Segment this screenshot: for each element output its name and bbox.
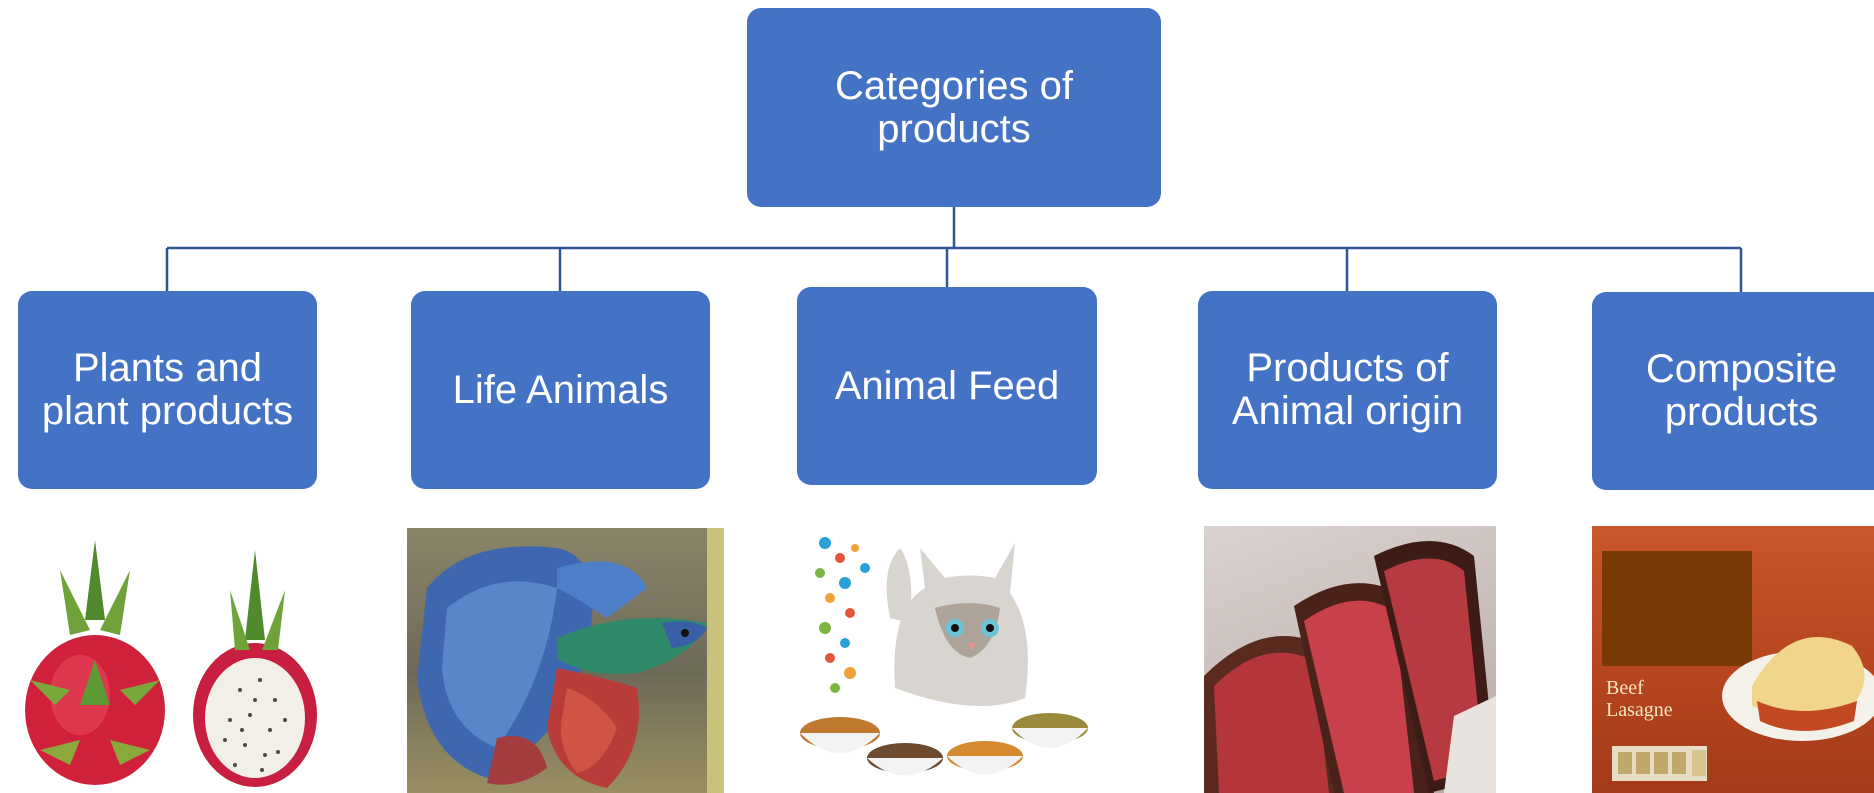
betta-fish-image [407,528,724,793]
category-node-life-animals: Life Animals [411,291,710,489]
cat-with-food-image [795,528,1095,793]
sliced-beef-image [1204,526,1496,793]
category-node-animal-feed: Animal Feed [797,287,1097,485]
dragon-fruit-image [0,530,330,793]
category-node-plants: Plants and plant products [18,291,317,489]
category-node-animal-origin: Products of Animal origin [1198,291,1497,489]
category-node-composite: Composite products [1592,292,1874,490]
root-node-label: Categories of products [835,63,1073,151]
betta-fish-icon [417,528,724,793]
category-label: Composite products [1645,347,1838,434]
lasagne-icon: Beef Lasagne [1602,551,1874,781]
package-text-line2: Lasagne [1606,699,1673,721]
cat-food-icon [800,537,1088,776]
category-label: Life Animals [452,367,669,412]
category-label: Products of Animal origin [1231,346,1464,433]
category-label: Plants and plant products [41,346,294,433]
lasagne-package-image: Beef Lasagne [1592,526,1874,793]
beef-icon [1204,541,1496,793]
dragon-fruit-icon [25,540,317,787]
package-text-line1: Beef [1606,677,1644,699]
category-label: Animal Feed [834,363,1060,408]
root-node: Categories of products [747,8,1161,207]
